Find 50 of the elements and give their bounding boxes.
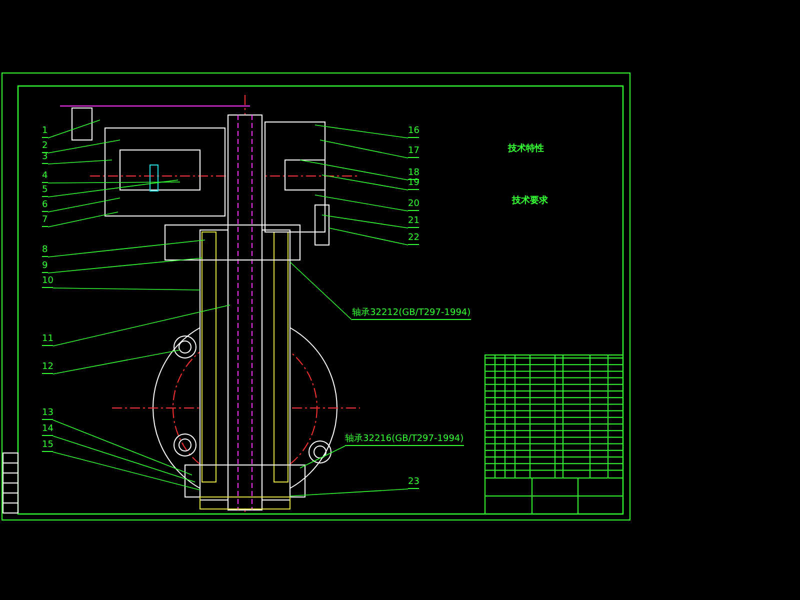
part-callout-text: 轴承32216(GB/T297-1994): [345, 434, 464, 446]
leader-line: [322, 214, 408, 228]
callout-number: 5: [42, 185, 48, 197]
leader-line: [52, 420, 192, 476]
leader-line: [52, 288, 200, 290]
callout-number: 15: [42, 440, 54, 452]
leader-line: [48, 140, 120, 154]
callout-number: 13: [42, 408, 54, 420]
leader-line: [290, 262, 352, 320]
callout-number: 4: [42, 171, 48, 183]
leader-line: [48, 182, 180, 184]
callout-number: 11: [42, 334, 54, 346]
leader-line: [322, 174, 408, 190]
leader-line: [48, 212, 118, 228]
leader-line: [52, 350, 180, 374]
callout-number: 10: [42, 276, 54, 288]
leader-line: [48, 180, 178, 198]
leader-line: [300, 160, 408, 180]
callout-number: 22: [408, 233, 420, 245]
callout-number: 12: [42, 362, 54, 374]
leader-line: [314, 194, 408, 212]
callout-number: 18: [408, 168, 420, 180]
callout-number: 17: [408, 146, 420, 158]
leader-line: [48, 160, 112, 164]
callout-number: 23: [408, 477, 420, 489]
leader-line: [48, 240, 206, 258]
callout-number: 16: [408, 126, 420, 138]
callout-number: 7: [42, 215, 48, 227]
leader-line: [290, 488, 408, 496]
leader-line: [300, 446, 346, 468]
section-heading: 技术特性: [508, 142, 544, 155]
leader-line: [48, 258, 202, 274]
callout-number: 14: [42, 424, 54, 436]
leader-line: [48, 120, 100, 138]
leader-line: [52, 304, 230, 346]
part-callout-text: 轴承32212(GB/T297-1994): [352, 308, 471, 320]
callout-number: 6: [42, 200, 48, 212]
section-heading: 技术要求: [512, 194, 548, 207]
leader-line: [314, 124, 408, 138]
leader-line: [328, 228, 408, 246]
callout-number: 9: [42, 261, 48, 273]
callout-number: 21: [408, 216, 420, 228]
leader-line: [48, 198, 120, 212]
callout-number: 2: [42, 141, 48, 153]
leader-line: [52, 436, 196, 482]
callout-number: 8: [42, 245, 48, 257]
callout-number: 1: [42, 126, 48, 138]
callout-number: 20: [408, 199, 420, 211]
leader-line: [52, 452, 200, 490]
leader-line: [320, 140, 408, 158]
